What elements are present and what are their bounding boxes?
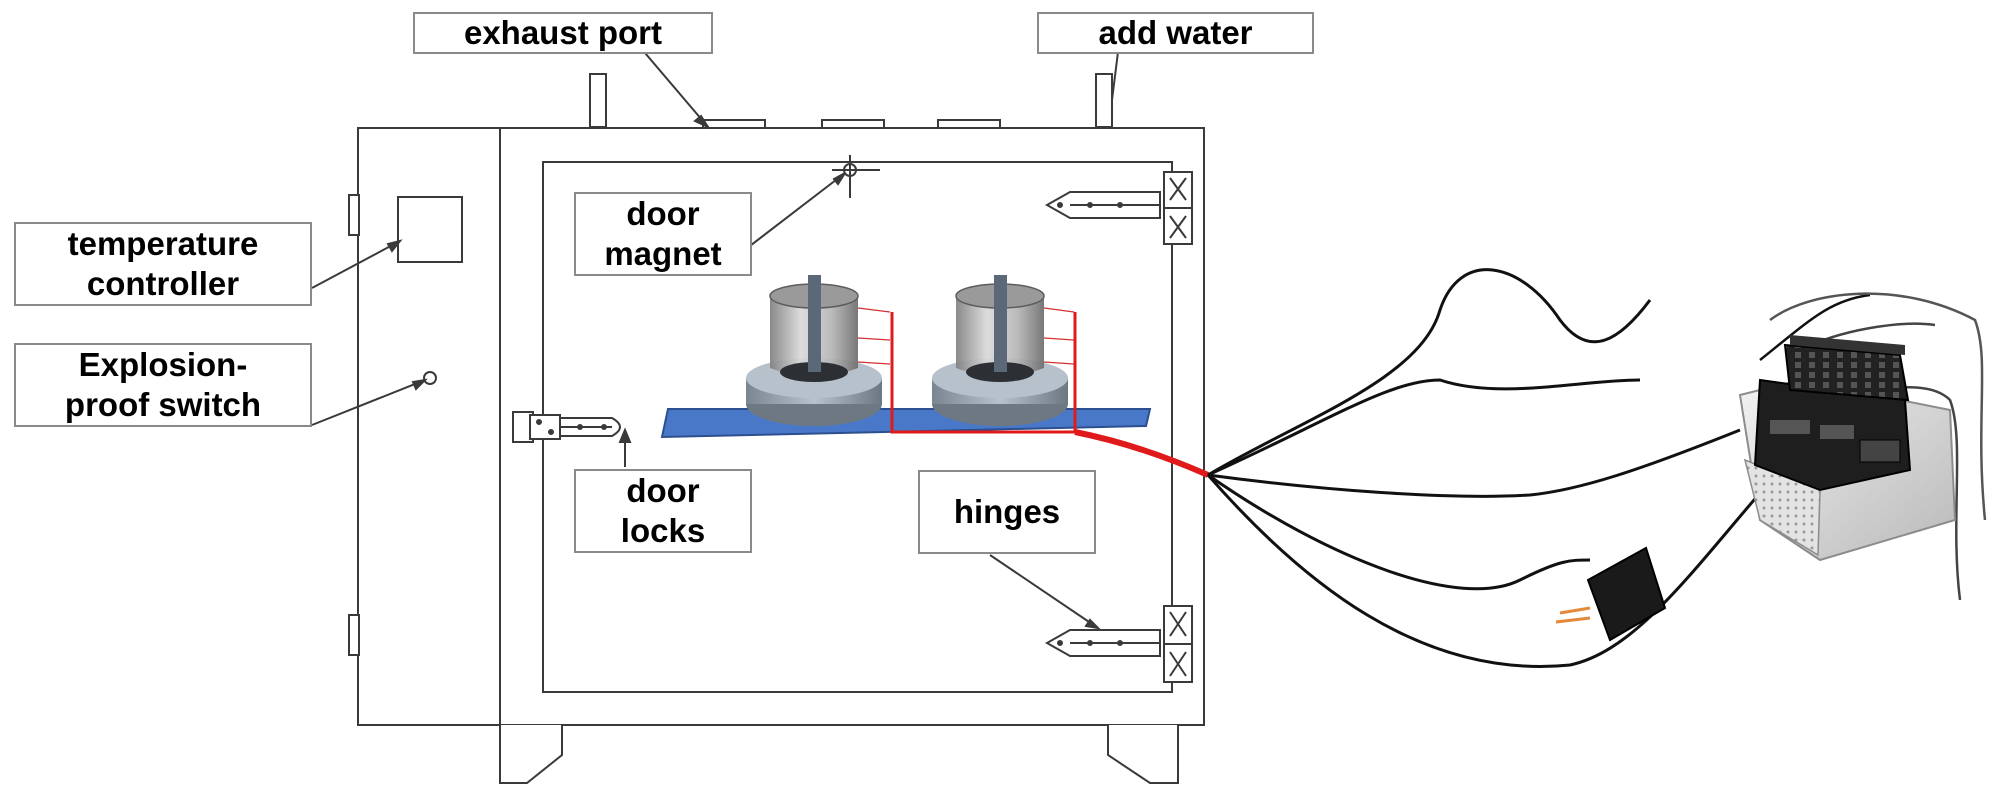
label-explosion-proof-switch-line1: Explosion- <box>78 346 248 383</box>
label-door-magnet: door magnet <box>574 192 752 276</box>
label-exhaust-port: exhaust port <box>413 12 713 54</box>
top-vent-2 <box>821 119 885 129</box>
cabinet-outline <box>357 127 1205 726</box>
leader-explosion-proof-switch <box>311 379 426 426</box>
label-temperature-controller-line1: temperature <box>67 225 259 262</box>
leader-hinges <box>989 554 1099 629</box>
label-exhaust-port-line1: exhaust port <box>463 14 663 51</box>
hinge-bottom <box>1044 605 1193 683</box>
label-add-water-line1: add water <box>1098 14 1253 51</box>
leader-temperature-controller <box>311 240 401 289</box>
sample-cup-right <box>932 275 1075 426</box>
top-vent-1 <box>702 119 766 129</box>
sensor-module <box>1555 546 1667 642</box>
door-magnet-marker <box>832 155 880 198</box>
label-door-magnet-line2: magnet <box>604 235 722 272</box>
leader-lines <box>311 39 1119 630</box>
exhaust-chimney <box>589 73 607 128</box>
foot-left <box>499 725 563 784</box>
label-temperature-controller: temperature controller <box>14 222 312 306</box>
label-add-water: add water <box>1037 12 1314 54</box>
water-inlet-pipe <box>1095 73 1113 128</box>
label-explosion-proof-switch: Explosion- proof switch <box>14 343 312 427</box>
label-door-magnet-line1: door <box>626 195 700 232</box>
side-latch-bottom <box>348 614 360 656</box>
explosion-proof-switch-knob <box>423 371 437 385</box>
door-lock-hardware <box>512 411 621 443</box>
hinge-top <box>1044 171 1193 245</box>
leader-add-water <box>1111 51 1119 101</box>
label-hinges-line1: hinges <box>953 493 1061 530</box>
signal-cables <box>1206 268 1987 668</box>
foot-right <box>1107 725 1179 784</box>
data-logger <box>1738 335 1957 562</box>
label-hinges: hinges <box>918 470 1096 554</box>
label-door-locks: door locks <box>574 469 752 553</box>
side-latch-top <box>348 194 360 236</box>
top-vent-3 <box>937 119 1001 129</box>
temperature-controller-panel <box>397 196 463 263</box>
label-temperature-controller-line2: controller <box>86 265 240 302</box>
label-door-locks-line2: locks <box>620 512 706 549</box>
leader-exhaust-port <box>633 39 709 128</box>
sample-cup-left <box>746 275 891 426</box>
label-explosion-proof-switch-line2: proof switch <box>64 386 262 423</box>
thermocouple-wires <box>890 312 1210 478</box>
label-door-locks-line1: door <box>626 472 700 509</box>
